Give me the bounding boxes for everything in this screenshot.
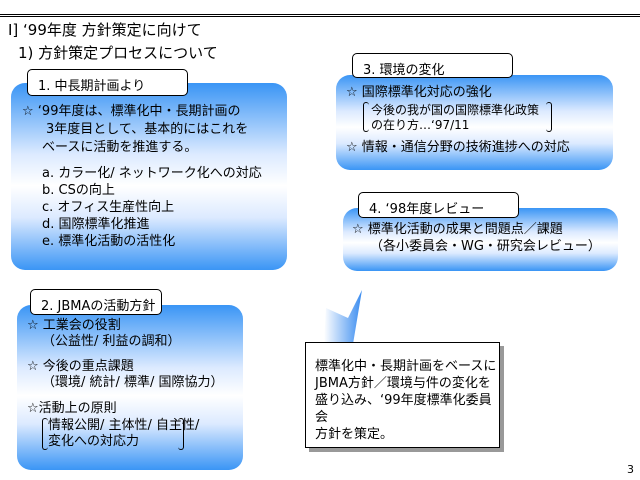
- section1-item: e. 標準化活動の活性化: [42, 234, 176, 249]
- section3-sub: 今後の我が国の国際標準化政策: [371, 103, 540, 117]
- section3-sub: の在り方…‘97/11: [371, 118, 470, 132]
- section2-sub: （公益性/ 利益の調和）: [42, 334, 181, 349]
- section2-item: ☆ 今後の重点課題: [27, 359, 134, 374]
- section1-item: b. CSの向上: [42, 183, 115, 198]
- header-rule: [0, 16, 640, 17]
- section1-item: a. カラー化/ ネットワーク化への対応: [42, 166, 262, 181]
- right-bracket: [546, 102, 552, 132]
- section3-item: ☆ 国際標準化対応の強化: [346, 85, 492, 100]
- slide-subtitle: 1) 方針策定プロセスについて: [18, 44, 218, 62]
- section4-text: ☆ 標準化活動の成果と問題点／課題: [352, 222, 563, 237]
- section4-label: 4. ‘98年度レビュー: [358, 192, 519, 218]
- conclusion-line: 方針を策定。: [315, 427, 394, 442]
- slide-title: Ⅰ] ‘99年度 方針策定に向けて: [8, 21, 202, 39]
- section3-item: ☆ 情報・通信分野の技術進捗への対応: [346, 140, 570, 155]
- section1-item: d. 国際標準化推進: [42, 217, 150, 232]
- page-number: 3: [627, 463, 634, 476]
- section2-sub: 変化への対応力: [48, 434, 140, 449]
- conclusion-line: 標準化中・長期計画をベースに: [315, 359, 497, 374]
- section2-item: ☆活動上の原則: [27, 401, 117, 416]
- section2-sub: 情報公開/ 主体性/ 自主性/: [48, 418, 200, 433]
- section4-text: （各小委員会・WG・研究会レビュー）: [370, 239, 601, 254]
- header-rule: [0, 14, 640, 15]
- section3-panel: [336, 75, 613, 170]
- section1-panel: [11, 83, 287, 270]
- conclusion-line: JBMA方針／環境与件の変化を: [315, 376, 491, 391]
- section2-panel: [17, 305, 243, 470]
- section3-label: 3. 環境の変化: [352, 53, 513, 78]
- left-bracket: [363, 102, 369, 132]
- lightning-arrow-icon: [324, 290, 362, 382]
- section2-item: ☆ 工業会の役割: [27, 318, 121, 333]
- section1-text: ☆ ‘99年度は、標準化中・長期計画の: [22, 104, 241, 119]
- conclusion-line: 盛り込み、‘99年度標準化委員会: [315, 393, 492, 425]
- section1-item: c. オフィス生産性向上: [42, 200, 175, 215]
- conclusion-textbox: 標準化中・長期計画をベースに JBMA方針／環境与件の変化を 盛り込み、‘99年…: [305, 342, 500, 448]
- right-bracket: [178, 418, 184, 450]
- left-bracket: [42, 418, 48, 450]
- section2-label: 2. JBMAの活動方針: [30, 289, 162, 315]
- section1-text: ベースに活動を推進する。: [42, 140, 198, 155]
- section1-text: 3年度目として、基本的にはこれを: [46, 122, 249, 137]
- section1-label: 1. 中長期計画より: [27, 69, 188, 96]
- section2-sub: （環境/ 統計/ 標準/ 国際協力）: [42, 375, 224, 390]
- section4-panel: [343, 208, 618, 271]
